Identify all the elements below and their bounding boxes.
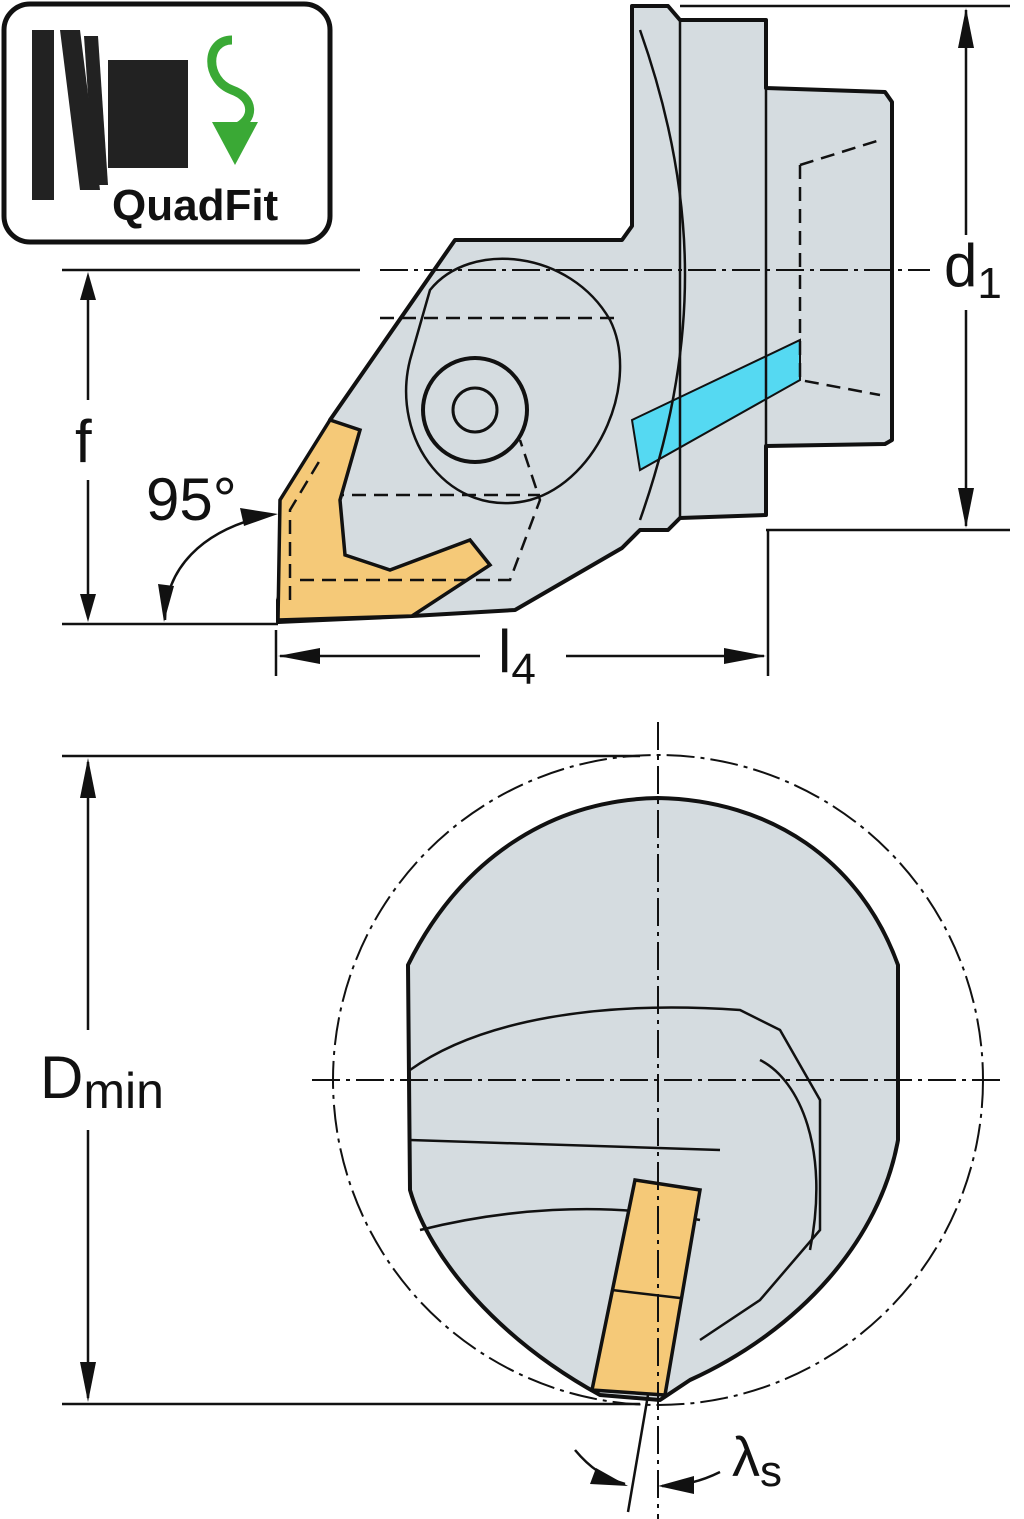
dimension-lines-top [62, 4, 1010, 676]
dimension-lines-front [62, 754, 721, 1513]
dim-angle-label: 95° [146, 466, 237, 533]
rotate-arrow-icon [207, 35, 258, 165]
dim-dmin-label: Dmin [40, 1044, 164, 1119]
dim-f-label: f [75, 408, 92, 475]
dim-l4-label: l4 [498, 618, 536, 694]
dim-d1-label: d1 [944, 232, 1002, 308]
front-view [312, 722, 1000, 1519]
top-view [276, 4, 930, 624]
dim-lambda-s-label: λs [732, 1425, 782, 1496]
quadfit-logo: QuadFit [1, 1, 333, 245]
coupling-icon [32, 30, 188, 200]
logo-text: QuadFit [112, 181, 279, 230]
